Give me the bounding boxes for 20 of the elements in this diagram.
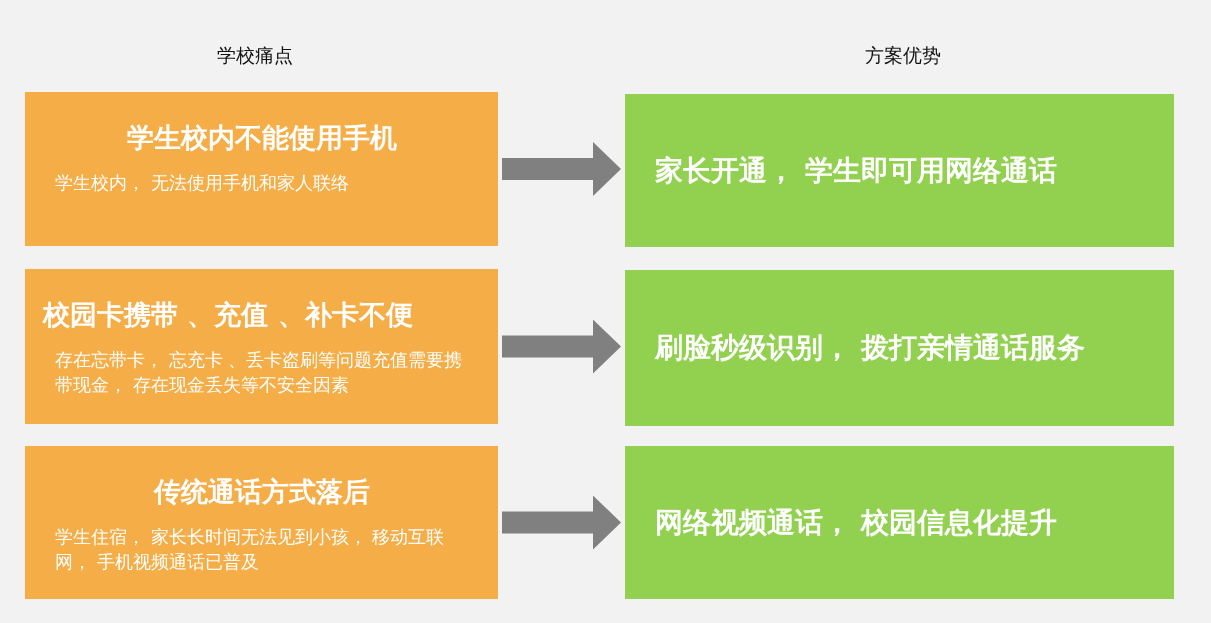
block-arrow — [502, 319, 621, 374]
pain-point-title: 校园卡携带 、充值 、补卡不便 — [43, 298, 414, 332]
pain-point-box — [25, 446, 498, 599]
solution-box — [625, 270, 1174, 426]
pain-point-box — [25, 92, 498, 246]
column-heading: 学校痛点 — [216, 43, 294, 68]
block-arrow — [502, 495, 621, 550]
pain-point-description: 存在忘带卡， 忘充卡 、丢卡盗刷等问题充值需要携带现金， 存在现金丢失等不安全因素 — [55, 348, 464, 397]
pain-point-description: 学生住宿， 家长长时间无法见到小孩， 移动互联网， 手机视频通话已普及 — [55, 525, 446, 574]
pain-point-box — [25, 269, 498, 424]
block-arrow — [502, 142, 621, 196]
solution-box — [625, 446, 1174, 599]
pain-point-description: 学生校内， 无法使用手机和家人联络 — [55, 171, 350, 195]
pain-point-title: 学生校内不能使用手机 — [125, 121, 398, 155]
column-heading: 方案优势 — [864, 43, 942, 68]
solution-box — [625, 94, 1174, 247]
solution-text: 家长开通， 学生即可用网络通话 — [655, 152, 1058, 189]
pain-point-title: 传统通话方式落后 — [152, 475, 371, 509]
solution-text: 刷脸秒级识别， 拨打亲情通话服务 — [655, 330, 1086, 366]
solution-text: 网络视频通话， 校园信息化提升 — [655, 504, 1058, 541]
